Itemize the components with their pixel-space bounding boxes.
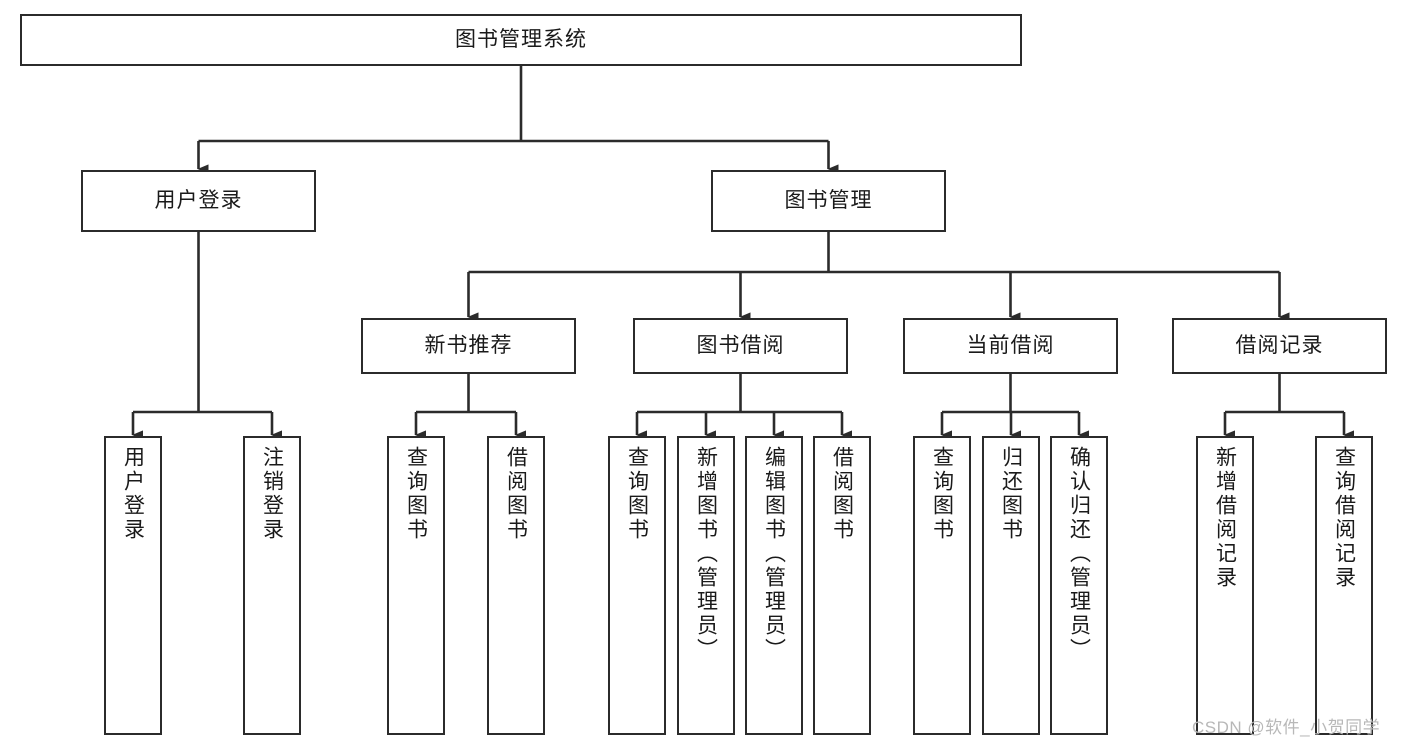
node-label: 新增借阅记录 <box>1213 446 1237 590</box>
node-label: 查询图书 <box>625 446 649 542</box>
node-label: 借阅记录 <box>1235 333 1324 357</box>
node-label: 借阅图书 <box>830 446 854 542</box>
node-user-login[interactable]: 用户登录 <box>81 170 316 232</box>
leaf-record-add-record[interactable]: 新增借阅记录 <box>1196 436 1254 735</box>
node-label: 查询图书 <box>404 446 428 542</box>
node-book-management[interactable]: 图书管理 <box>711 170 946 232</box>
node-label: 新增图书（管理员） <box>694 446 718 662</box>
leaf-user-logout[interactable]: 注销登录 <box>243 436 301 735</box>
node-label: 图书借阅 <box>696 333 785 357</box>
node-label: 注销登录 <box>260 446 284 542</box>
leaf-borrow-add-book-admin[interactable]: 新增图书（管理员） <box>677 436 735 735</box>
node-label: 借阅图书 <box>504 446 528 542</box>
leaf-borrow-borrow-book[interactable]: 借阅图书 <box>813 436 871 735</box>
node-new-book-recommend[interactable]: 新书推荐 <box>361 318 576 374</box>
node-label: 图书管理系统 <box>455 27 587 51</box>
node-label: 编辑图书（管理员） <box>762 446 786 662</box>
leaf-current-confirm-return-admin[interactable]: 确认归还（管理员） <box>1050 436 1108 735</box>
node-label: 查询借阅记录 <box>1332 446 1356 590</box>
leaf-user-login[interactable]: 用户登录 <box>104 436 162 735</box>
node-book-borrow[interactable]: 图书借阅 <box>633 318 848 374</box>
node-label: 图书管理 <box>784 188 873 212</box>
node-label: 用户登录 <box>121 446 145 542</box>
node-label: 新书推荐 <box>424 333 513 357</box>
leaf-current-query-book[interactable]: 查询图书 <box>913 436 971 735</box>
leaf-borrow-edit-book-admin[interactable]: 编辑图书（管理员） <box>745 436 803 735</box>
node-label: 用户登录 <box>154 188 243 212</box>
node-label: 归还图书 <box>999 446 1023 542</box>
leaf-newbook-borrow-book[interactable]: 借阅图书 <box>487 436 545 735</box>
leaf-newbook-query-book[interactable]: 查询图书 <box>387 436 445 735</box>
node-root-system[interactable]: 图书管理系统 <box>20 14 1022 66</box>
node-label: 确认归还（管理员） <box>1067 446 1091 662</box>
leaf-borrow-query-book[interactable]: 查询图书 <box>608 436 666 735</box>
node-borrow-record[interactable]: 借阅记录 <box>1172 318 1387 374</box>
leaf-current-return-book[interactable]: 归还图书 <box>982 436 1040 735</box>
node-label: 当前借阅 <box>966 333 1055 357</box>
node-current-borrow[interactable]: 当前借阅 <box>903 318 1118 374</box>
leaf-record-query-record[interactable]: 查询借阅记录 <box>1315 436 1373 735</box>
node-label: 查询图书 <box>930 446 954 542</box>
